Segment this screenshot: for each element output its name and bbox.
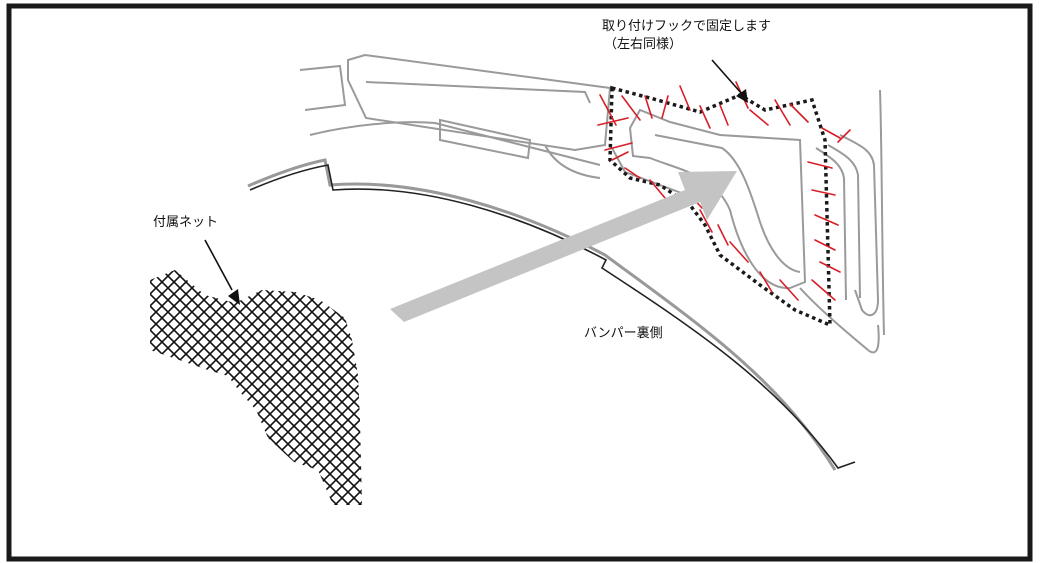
net-mesh <box>150 270 362 505</box>
hook-area-outline <box>608 85 832 328</box>
bumper-structure <box>299 53 885 354</box>
hook-instruction-label: 取り付けフックで固定します <box>602 19 772 34</box>
arrow-pointer-icon <box>204 59 748 305</box>
clip-marks <box>597 81 851 301</box>
bumper-arc <box>247 158 856 471</box>
net-label: 付属ネット <box>153 215 219 230</box>
bumper-back-label: バンパー裏側 <box>584 326 663 341</box>
hook-instruction-note: （左右同様） <box>604 37 683 52</box>
big-arrow-icon <box>390 171 737 322</box>
figure-frame <box>6 3 1033 562</box>
